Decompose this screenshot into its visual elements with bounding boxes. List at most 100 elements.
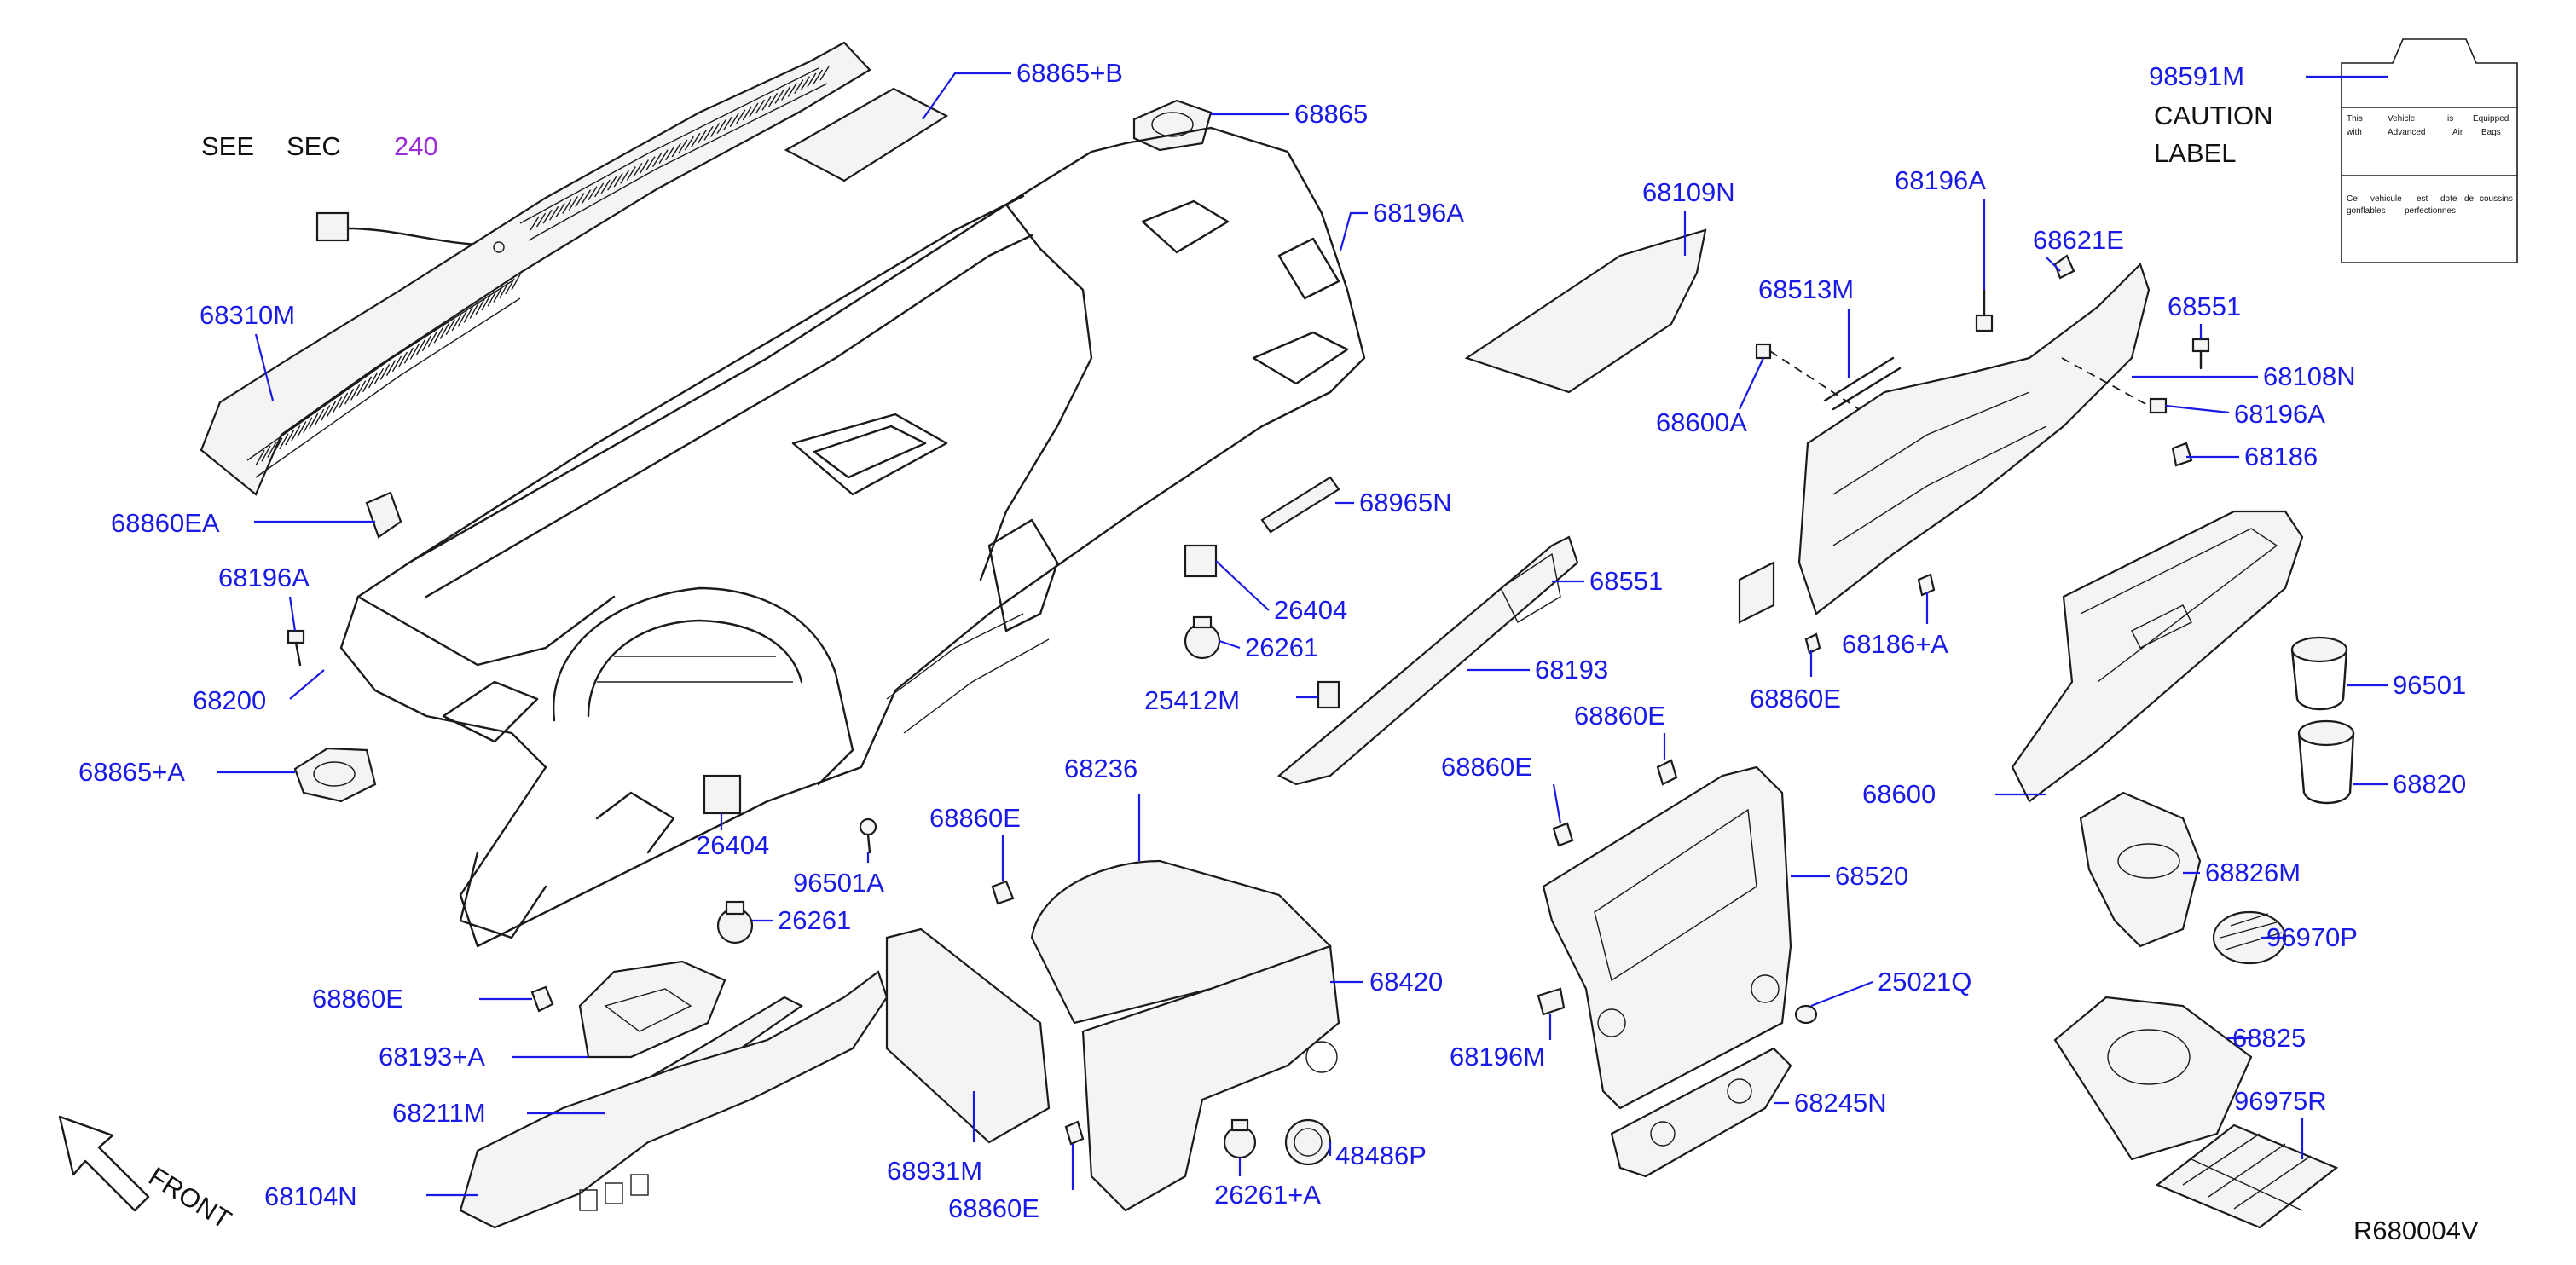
part-number-label[interactable]: 68865+B	[1016, 58, 1123, 88]
part-number-label[interactable]: 68860EA	[111, 508, 220, 538]
part-number-label[interactable]: 96501	[2393, 670, 2466, 700]
callout-p96501[interactable]: 96501	[2347, 670, 2466, 700]
callout-p68236[interactable]: 68236	[1064, 754, 1141, 861]
part-number-label[interactable]: 68211M	[392, 1098, 486, 1128]
part-number-label[interactable]: 26404	[1274, 595, 1347, 625]
part-number-label[interactable]: 68196A	[1895, 165, 1986, 195]
part-number-label[interactable]: 68600	[1862, 779, 1936, 809]
part-number-label[interactable]: 68186+A	[1842, 629, 1948, 659]
callout-p68551_1[interactable]: 68551	[1552, 566, 1663, 596]
part-number-label[interactable]: 68621E	[2033, 225, 2124, 255]
callout-p96501a[interactable]: 96501A	[793, 852, 884, 898]
callout-p68196a_1[interactable]: 68196A	[1339, 198, 1464, 251]
part-number-label[interactable]: 68200	[193, 685, 266, 715]
callout-p68865a[interactable]: 68865+A	[78, 757, 295, 787]
part-number-label[interactable]: 68196A	[218, 563, 310, 592]
callout-p68196m[interactable]: 68196M	[1450, 1014, 1552, 1071]
callout-p68820[interactable]: 68820	[2353, 769, 2466, 799]
callout-p25021q[interactable]: 25021Q	[1810, 967, 1971, 1008]
part-number-label[interactable]: 68600A	[1656, 407, 1747, 437]
callout-p68200[interactable]: 68200	[193, 669, 325, 715]
part-number-label[interactable]: 48486P	[1335, 1141, 1427, 1170]
callout-p68551_2[interactable]: 68551	[2168, 292, 2241, 339]
callout-p68860e_6[interactable]: 68860E	[1441, 752, 1562, 824]
part-number-label[interactable]: 68193	[1535, 655, 1608, 684]
part-number-label[interactable]: 68860E	[1750, 684, 1841, 713]
callout-p68310m[interactable]: 68310M	[200, 300, 295, 401]
part-number-label[interactable]: 68860E	[312, 984, 403, 1014]
callout-p26404_1[interactable]: 26404	[696, 813, 769, 860]
part-number-label[interactable]: 68865+A	[78, 757, 185, 787]
part-number-label[interactable]: 68196A	[1373, 198, 1464, 228]
callout-p68196a_2[interactable]: 68196A	[218, 563, 310, 632]
callout-p68825[interactable]: 68825	[2227, 1023, 2306, 1053]
part-number-label[interactable]: 26261	[778, 905, 851, 935]
callout-p96975r[interactable]: 96975R	[2234, 1086, 2327, 1159]
callout-p48486p[interactable]: 48486P	[1329, 1141, 1427, 1170]
callout-p68196a_4[interactable]: 68196A	[2165, 399, 2325, 429]
part-number-label[interactable]: 68826M	[2205, 858, 2301, 887]
callout-p68965n[interactable]: 68965N	[1335, 488, 1452, 517]
part-number-label[interactable]: 96970P	[2266, 922, 2358, 952]
callout-p68193a[interactable]: 68193+A	[379, 1042, 588, 1071]
callout-p68860e_5[interactable]: 68860E	[1574, 701, 1666, 760]
callout-p68193[interactable]: 68193	[1467, 655, 1608, 684]
part-number-label[interactable]: 68420	[1369, 967, 1443, 996]
part-number-label[interactable]: 68551	[1589, 566, 1663, 596]
part-number-label[interactable]: 68186	[2244, 442, 2318, 471]
part-number-label[interactable]: 68820	[2393, 769, 2466, 799]
part-number-label[interactable]: 25412M	[1144, 685, 1240, 715]
callout-p68621e[interactable]: 68621E	[2033, 225, 2124, 272]
part-number-label[interactable]: 68245N	[1794, 1088, 1887, 1118]
callout-p68600a[interactable]: 68600A	[1656, 357, 1764, 437]
callout-p68211m[interactable]: 68211M	[392, 1098, 605, 1128]
part-number-label[interactable]: 68860E	[929, 803, 1021, 833]
callout-p68826m[interactable]: 68826M	[2183, 858, 2301, 887]
callout-p68186a[interactable]: 68186+A	[1842, 592, 1948, 659]
callout-p68860e_2[interactable]: 68860E	[948, 1144, 1074, 1223]
part-number-label[interactable]: 26261+A	[1214, 1180, 1321, 1210]
part-number-label[interactable]: 68196A	[2234, 399, 2325, 429]
callout-p68108n[interactable]: 68108N	[2132, 361, 2356, 391]
callout-p68865[interactable]: 68865	[1211, 99, 1368, 129]
part-number-label[interactable]: 25021Q	[1878, 967, 1971, 996]
callout-p68860ea[interactable]: 68860EA	[111, 508, 375, 538]
part-number-label[interactable]: 68860E	[1574, 701, 1665, 731]
part-number-label[interactable]: 68931M	[887, 1156, 982, 1186]
part-number-label[interactable]: 68825	[2232, 1023, 2306, 1053]
part-number-label[interactable]: 68860E	[1441, 752, 1532, 782]
part-number-label[interactable]: 68513M	[1758, 274, 1854, 304]
part-number-label[interactable]: 68520	[1835, 861, 1908, 891]
callout-p68600[interactable]: 68600	[1862, 779, 2046, 809]
part-number-label[interactable]: 98591M	[2149, 61, 2244, 91]
callout-p26404_2[interactable]: 26404	[1215, 560, 1347, 625]
callout-p96970p[interactable]: 96970P	[2261, 922, 2358, 952]
part-number-label[interactable]: 26404	[696, 830, 769, 860]
callout-p68245n[interactable]: 68245N	[1774, 1088, 1887, 1118]
callout-p26261_1[interactable]: 26261	[752, 905, 851, 935]
part-number-label[interactable]: 68104N	[264, 1181, 357, 1211]
callout-p25412m[interactable]: 25412M	[1144, 685, 1318, 715]
callout-p68931m[interactable]: 68931M	[887, 1091, 982, 1186]
part-number-label[interactable]: 26261	[1245, 632, 1318, 662]
part-number-label[interactable]: 68236	[1064, 754, 1137, 783]
part-number-label[interactable]: 96975R	[2234, 1086, 2327, 1116]
callout-p68104n[interactable]: 68104N	[264, 1181, 478, 1211]
callout-p68860e_4[interactable]: 68860E	[1750, 650, 1841, 713]
section-number-link[interactable]: 240	[394, 131, 438, 161]
callout-p68520[interactable]: 68520	[1791, 861, 1908, 891]
callout-p68865b[interactable]: 68865+B	[922, 58, 1123, 120]
callout-p68109n[interactable]: 68109N	[1642, 177, 1735, 256]
part-number-label[interactable]: 68865	[1294, 99, 1368, 129]
part-number-label[interactable]: 68108N	[2263, 361, 2356, 391]
part-number-label[interactable]: 68965N	[1359, 488, 1452, 517]
callout-p26261_2[interactable]: 26261	[1219, 632, 1318, 662]
callout-p68860e_1[interactable]: 68860E	[312, 984, 532, 1014]
part-number-label[interactable]: 68551	[2168, 292, 2241, 321]
part-number-label[interactable]: 68196M	[1450, 1042, 1545, 1071]
callout-p68420[interactable]: 68420	[1330, 967, 1443, 996]
callout-p68196a_3[interactable]: 68196A	[1895, 165, 1986, 290]
part-number-label[interactable]: 68109N	[1642, 177, 1735, 207]
part-number-label[interactable]: 68860E	[948, 1193, 1039, 1223]
part-number-label[interactable]: 96501A	[793, 868, 884, 898]
